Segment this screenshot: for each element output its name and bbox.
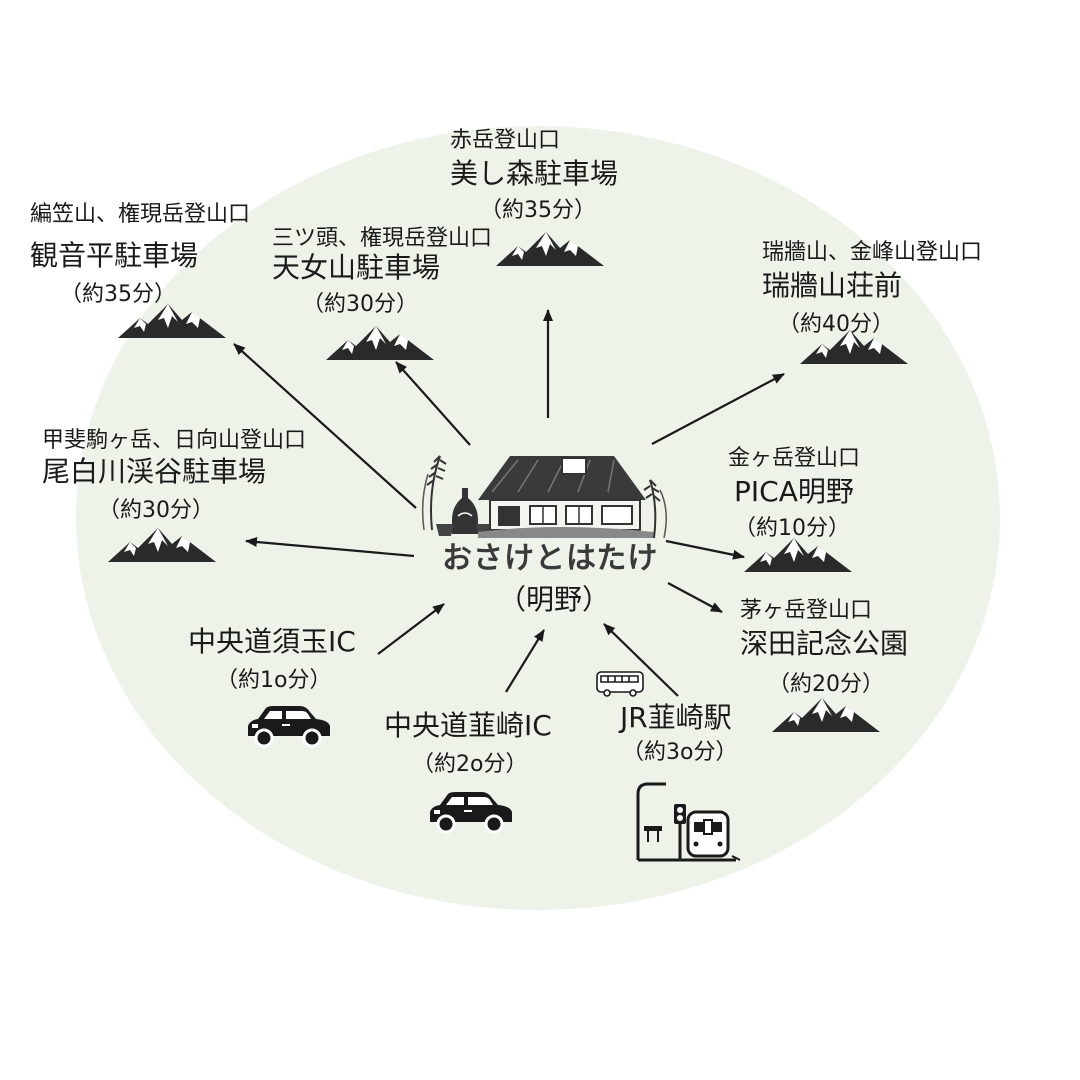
dest-sub-label: 瑞牆山、金峰山登山口 [762, 240, 983, 265]
dest-time: （約30分） [302, 292, 418, 317]
dest-time: （約40分） [778, 312, 894, 337]
dest-sub-label: 赤岳登山口 [450, 128, 561, 153]
train-station-icon [636, 782, 741, 862]
dest-name: PICA明野 [734, 475, 854, 508]
bus-icon [596, 671, 644, 697]
dest-sub-label: 金ヶ岳登山口 [728, 446, 861, 471]
dest-time: （約20分） [768, 672, 884, 697]
dest-time: （約10分） [734, 516, 850, 541]
arrow-from-nirasaki-station [603, 623, 679, 697]
arrow-to-ojirakawa [245, 536, 415, 558]
access-name: 中央道須玉IC [188, 625, 356, 658]
farmhouse-illustration [421, 455, 667, 539]
access-name: JR韮崎駅 [620, 701, 732, 734]
dest-time: （約35分） [60, 282, 176, 307]
arrow-to-pica-akeno [665, 539, 745, 560]
arrow-to-mizugaki [651, 373, 785, 445]
dest-name: 深田記念公園 [740, 627, 909, 660]
dest-sub-label: 甲斐駒ヶ岳、日向山登山口 [42, 428, 307, 453]
access-name: 中央道韮崎IC [384, 709, 552, 742]
access-time: （約2o分） [412, 752, 528, 777]
center-name: おさけとはたけ [442, 541, 659, 576]
dest-name: 天女山駐車場 [272, 251, 441, 284]
center-area: （明野） [498, 583, 611, 616]
access-time: （約1o分） [216, 668, 332, 693]
arrow-to-fukada-park [667, 582, 723, 613]
dest-name: 瑞牆山荘前 [762, 269, 903, 302]
dest-name: 尾白川渓谷駐車場 [42, 455, 267, 488]
dest-time: （約35分） [480, 198, 596, 223]
access-time: （約3o分） [622, 740, 738, 765]
dest-name: 美し森駐車場 [450, 157, 619, 190]
arrow-to-kannondaira [233, 343, 417, 509]
dest-time: （約30分） [98, 498, 214, 523]
arrow-from-nirasaki-ic [505, 629, 545, 693]
dest-sub-label: 茅ヶ岳登山口 [740, 598, 873, 623]
arrow-to-tennyosan [395, 361, 471, 446]
dest-sub-label: 編笠山、権現岳登山口 [30, 202, 251, 227]
arrow-from-sudama-ic [377, 603, 445, 655]
dest-name: 観音平駐車場 [30, 239, 199, 272]
dest-sub-label: 三ツ頭、権現岳登山口 [272, 226, 493, 251]
